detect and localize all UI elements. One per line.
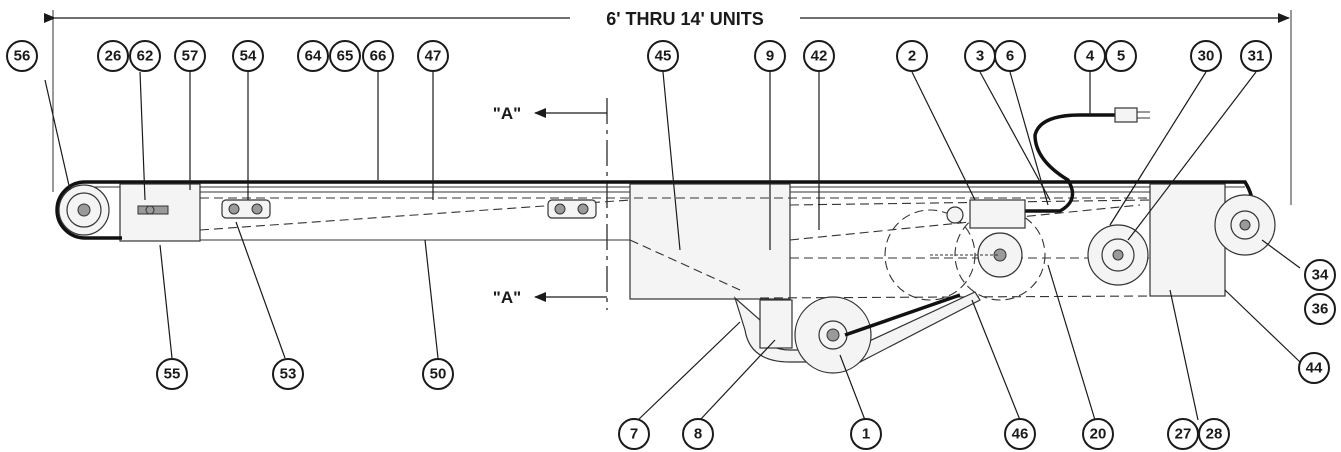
balloon-5: 5: [1105, 40, 1137, 72]
section-label-top: "A": [493, 104, 521, 123]
svg-text:28: 28: [1206, 426, 1223, 443]
balloon-7: 7: [618, 418, 650, 450]
balloon-64: 64: [297, 40, 329, 72]
svg-text:66: 66: [370, 48, 387, 65]
balloon-34: 34: [1304, 259, 1336, 291]
balloon-1: 1: [850, 418, 882, 450]
balloon-47: 47: [417, 40, 449, 72]
balloon-8: 8: [682, 418, 714, 450]
balloon-56: 56: [6, 40, 38, 72]
balloon-46: 46: [1004, 418, 1036, 450]
svg-text:62: 62: [137, 48, 154, 65]
section-a-marker: "A" "A": [493, 98, 608, 310]
balloon-20: 20: [1082, 418, 1114, 450]
svg-text:64: 64: [305, 48, 322, 65]
leader-lines: [44, 71, 1301, 421]
balloon-44: 44: [1298, 352, 1330, 384]
svg-text:42: 42: [811, 48, 828, 65]
svg-text:26: 26: [105, 48, 122, 65]
balloon-55: 55: [156, 358, 188, 390]
svg-text:54: 54: [240, 48, 257, 65]
balloon-45: 45: [647, 40, 679, 72]
svg-text:55: 55: [164, 366, 181, 383]
title-label: 6' THRU 14' UNITS: [606, 9, 764, 29]
svg-text:4: 4: [1086, 48, 1095, 65]
svg-text:27: 27: [1175, 426, 1192, 443]
svg-text:56: 56: [14, 48, 31, 65]
balloon-6: 6: [994, 40, 1026, 72]
balloon-4: 4: [1074, 40, 1106, 72]
svg-text:34: 34: [1312, 267, 1329, 284]
svg-text:3: 3: [976, 48, 984, 65]
balloon-28: 28: [1198, 418, 1230, 450]
drive-sprockets: [884, 194, 1276, 301]
balloon-27: 27: [1167, 418, 1199, 450]
balloon-2: 2: [896, 40, 928, 72]
svg-text:57: 57: [182, 48, 199, 65]
svg-text:2: 2: [908, 48, 916, 65]
svg-text:44: 44: [1306, 360, 1323, 377]
svg-text:47: 47: [425, 48, 442, 65]
balloon-3: 3: [964, 40, 996, 72]
balloon-62: 62: [129, 40, 161, 72]
balloon-30: 30: [1190, 40, 1222, 72]
balloon-53: 53: [272, 358, 304, 390]
motor-assembly: [733, 291, 981, 374]
balloon-36: 36: [1304, 293, 1336, 325]
center-drive-mount: [629, 183, 791, 300]
balloon-9: 9: [754, 40, 786, 72]
balloon-31: 31: [1240, 40, 1272, 72]
power-cord: [946, 107, 1150, 229]
svg-text:1: 1: [862, 426, 870, 443]
svg-text:9: 9: [766, 48, 774, 65]
svg-text:30: 30: [1198, 48, 1215, 65]
clamp-brackets: [221, 199, 597, 219]
svg-text:53: 53: [280, 366, 297, 383]
svg-text:46: 46: [1012, 426, 1029, 443]
balloon-57: 57: [174, 40, 206, 72]
balloon-26: 26: [97, 40, 129, 72]
balloon-54: 54: [232, 40, 264, 72]
svg-text:7: 7: [630, 426, 638, 443]
svg-text:8: 8: [694, 426, 702, 443]
balloon-42: 42: [803, 40, 835, 72]
svg-text:45: 45: [655, 48, 672, 65]
svg-text:36: 36: [1312, 301, 1329, 318]
drive-end-plate: [1149, 183, 1226, 297]
svg-text:50: 50: [430, 366, 447, 383]
svg-text:31: 31: [1248, 48, 1265, 65]
svg-text:65: 65: [337, 48, 354, 65]
tail-pulley: [58, 184, 169, 236]
balloon-65: 65: [329, 40, 361, 72]
svg-text:5: 5: [1117, 48, 1125, 65]
svg-text:6: 6: [1006, 48, 1014, 65]
overall-dimension: 6' THRU 14' UNITS: [44, 9, 1292, 205]
svg-text:20: 20: [1090, 426, 1107, 443]
balloon-66: 66: [362, 40, 394, 72]
section-label-bottom: "A": [493, 288, 521, 307]
balloon-50: 50: [422, 358, 454, 390]
